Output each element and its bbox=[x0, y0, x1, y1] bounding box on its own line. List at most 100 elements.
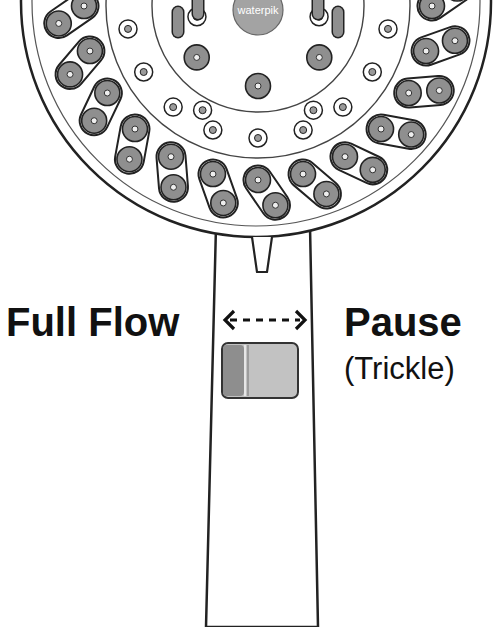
massage-nozzle bbox=[119, 20, 137, 38]
face-ring bbox=[106, 0, 410, 158]
nozzle-hole bbox=[170, 184, 176, 190]
spray-nozzle bbox=[369, 117, 394, 142]
nozzle-hole bbox=[436, 88, 442, 94]
nozzle-hole bbox=[210, 171, 216, 177]
nozzle-hole bbox=[272, 202, 278, 208]
handle bbox=[206, 226, 318, 627]
nozzle-hole bbox=[300, 127, 307, 134]
spray-nozzle bbox=[360, 157, 385, 182]
nozzle-hole bbox=[126, 156, 132, 162]
nozzle-hole bbox=[81, 3, 87, 9]
spray-nozzle bbox=[414, 39, 439, 64]
face-ring bbox=[152, 0, 364, 112]
brand-logo: waterpik bbox=[238, 5, 279, 16]
spray-nozzle bbox=[159, 144, 184, 169]
nozzle-hole bbox=[199, 107, 206, 114]
massage-nozzle bbox=[204, 121, 222, 139]
spray-nozzle bbox=[291, 162, 316, 187]
spray-nozzle bbox=[117, 147, 142, 172]
nozzle-hole bbox=[255, 135, 262, 142]
nozzle-hole bbox=[255, 177, 261, 183]
slot-nozzle bbox=[193, 0, 203, 14]
nozzle-hole bbox=[140, 69, 147, 76]
nozzle-hole bbox=[378, 126, 384, 132]
nozzle-hole bbox=[132, 126, 138, 132]
spray-nozzle bbox=[420, 0, 445, 19]
spray-nozzle bbox=[263, 193, 288, 218]
nozzle-hole bbox=[104, 90, 110, 96]
spray-nozzle bbox=[314, 181, 339, 206]
nozzle-hole bbox=[339, 104, 346, 111]
massage-nozzle bbox=[164, 98, 182, 116]
spray-nozzle bbox=[307, 45, 332, 70]
setting-label: Full Flow bbox=[6, 302, 179, 342]
slot-nozzle bbox=[172, 12, 185, 32]
spray-nozzle bbox=[427, 78, 452, 103]
nozzle-hole bbox=[170, 104, 177, 111]
massage-nozzle bbox=[334, 98, 352, 116]
arrow-head bbox=[296, 311, 305, 329]
spray-nozzle bbox=[72, 0, 97, 19]
setting-note: (Trickle) bbox=[344, 353, 455, 384]
spray-nozzle bbox=[200, 162, 225, 187]
nozzle-hole bbox=[323, 191, 329, 197]
spray-nozzle bbox=[77, 39, 102, 64]
direction-arrow bbox=[230, 318, 300, 321]
nozzle-hole bbox=[255, 83, 261, 89]
massage-nozzle bbox=[249, 129, 267, 147]
nozzle-hole bbox=[168, 154, 174, 160]
nozzle-hole bbox=[87, 48, 93, 54]
nozzle-hole bbox=[452, 38, 458, 44]
nozzle-hole bbox=[316, 54, 322, 60]
slider-highlight bbox=[244, 345, 246, 396]
spray-nozzle bbox=[396, 81, 421, 106]
slot-nozzle bbox=[333, 12, 343, 32]
spray-nozzle bbox=[161, 175, 186, 200]
slot-nozzle bbox=[332, 12, 345, 32]
nozzle-hole bbox=[209, 127, 216, 134]
nozzle-hole bbox=[408, 132, 414, 138]
nozzle-hole bbox=[125, 25, 132, 32]
nozzle-hole bbox=[342, 154, 348, 160]
spray-nozzle bbox=[184, 45, 209, 70]
nozzle-hole bbox=[370, 167, 376, 173]
spray-nozzle bbox=[46, 11, 71, 36]
massage-nozzle bbox=[135, 63, 153, 81]
spray-nozzle bbox=[95, 81, 120, 106]
head-rim bbox=[21, 0, 491, 237]
spray-nozzle bbox=[82, 108, 107, 133]
slider-shade bbox=[223, 345, 244, 396]
spray-nozzle bbox=[246, 168, 271, 193]
spray-nozzle bbox=[246, 74, 271, 99]
spray-nozzle bbox=[445, 0, 470, 1]
massage-nozzle bbox=[304, 101, 322, 119]
nozzle-hole bbox=[220, 200, 226, 206]
nozzle-hole bbox=[91, 118, 97, 124]
slot-nozzle bbox=[313, 0, 323, 14]
slider-button bbox=[222, 343, 298, 398]
nozzle-hole bbox=[300, 171, 306, 177]
slot-nozzle bbox=[173, 12, 183, 32]
spray-nozzle bbox=[122, 117, 147, 142]
nozzles bbox=[46, 0, 469, 218]
massage-nozzle bbox=[194, 101, 212, 119]
nozzle-hole bbox=[369, 69, 376, 76]
massage-nozzle bbox=[379, 20, 397, 38]
nozzle-hole bbox=[310, 107, 317, 114]
slot-nozzle bbox=[312, 0, 325, 14]
nozzle-hole bbox=[423, 48, 429, 54]
nozzle-hole bbox=[429, 3, 435, 9]
nozzle-hole bbox=[56, 20, 62, 26]
notch bbox=[252, 237, 272, 272]
nozzle-hole bbox=[194, 54, 200, 60]
setting-label: Pause bbox=[344, 302, 462, 342]
nozzle-hole bbox=[384, 25, 391, 32]
slider-edge bbox=[248, 345, 249, 396]
spray-nozzle bbox=[442, 28, 467, 53]
slot-nozzle bbox=[192, 0, 205, 14]
spray-nozzle bbox=[399, 122, 424, 147]
arrow-head bbox=[225, 311, 234, 329]
spray-nozzle bbox=[58, 62, 83, 87]
nozzle-hole bbox=[67, 71, 73, 77]
spray-nozzle bbox=[211, 190, 236, 215]
